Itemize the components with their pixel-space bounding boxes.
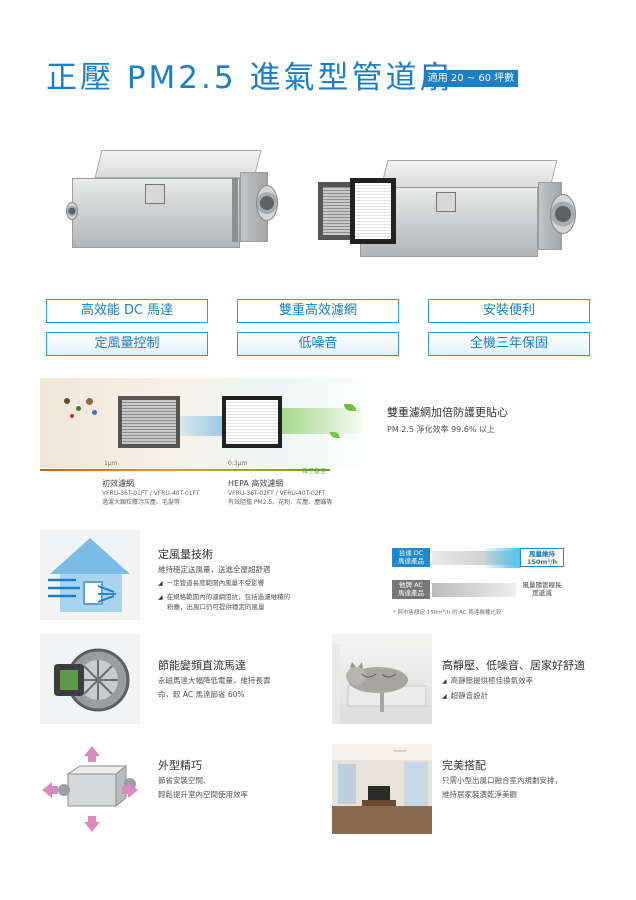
dust-particles-icon xyxy=(62,394,106,424)
scale-1um: 1μm xyxy=(104,460,118,467)
dc-motor-line-1: 永磁馬達大幅降低電量，維持長壽 xyxy=(158,676,271,685)
house-icon xyxy=(48,538,130,612)
feature-dual-filter: 雙重高效濾網 xyxy=(237,299,399,323)
scale-particle-label: 粒子直徑 xyxy=(302,468,327,475)
living-room-icon xyxy=(332,744,432,834)
match-title: 完美搭配 xyxy=(442,759,486,772)
ac-motor-label: 他牌 AC 馬達產品 xyxy=(392,580,430,599)
compact-unit-image xyxy=(40,744,140,834)
design-title: 外型精巧 xyxy=(158,759,202,772)
bullet-triangle-icon: ◢ xyxy=(158,594,163,601)
dual-filter-heading: 雙重濾網加倍防護更貼心 xyxy=(387,406,508,419)
constant-flow-title: 定風量技術 xyxy=(158,548,213,561)
pm25-efficiency: PM 2.5 淨化效率 99.6% 以上 xyxy=(387,425,496,434)
primary-filter-image xyxy=(118,396,180,448)
particle-scale xyxy=(40,469,330,471)
page-title: 正壓 PM2.5 進氣型管道扇 xyxy=(46,60,454,96)
dc-motor-title: 節能變頻直流馬達 xyxy=(158,659,246,672)
bullet-triangle-icon: ◢ xyxy=(158,580,163,587)
sleeping-cat-icon xyxy=(332,644,427,724)
constant-flow-subtitle: 維持穩定送風量，送進全屋超舒適 xyxy=(158,565,271,574)
hepa-filter-image xyxy=(222,396,282,448)
design-line-1: 節省安裝空間、 xyxy=(158,776,211,785)
leaf-icon xyxy=(330,432,340,438)
constant-flow-bullet-3: 粉塵，出風口仍可提供穩定的風量 xyxy=(167,603,265,611)
house-airflow-illustration xyxy=(40,530,140,620)
bullet-triangle-icon: ◢ xyxy=(442,693,447,700)
dc-airflow-result: 風量維持 150m³/h xyxy=(520,548,564,567)
motor-image xyxy=(40,634,140,724)
coverage-badge: 適用 20 ~ 60 坪數 xyxy=(424,70,518,87)
feature-low-noise: 低噪音 xyxy=(237,332,399,356)
match-line-1: 只需小型出風口融合室內規劃安排， xyxy=(442,776,562,785)
hepa-filter-models: VFRU-36T-02FT / VFRU-40T-02FT xyxy=(228,490,326,497)
interior-photo xyxy=(332,744,432,834)
feature-easy-install: 安裝便利 xyxy=(428,299,590,323)
feature-dc-motor: 高效能 DC 馬達 xyxy=(46,299,208,323)
constant-flow-bullet-1: ◢一定管道長度範圍內風量不受影響 xyxy=(158,579,265,587)
leaf-icon xyxy=(344,404,356,411)
design-line-2: 輕鬆提升室內空間使用效率 xyxy=(158,790,248,799)
dc-airflow-glow xyxy=(484,548,520,568)
constant-flow-bullet-2: ◢在規格範圍內的濾網阻抗，包括過濾堆積的 xyxy=(158,593,291,601)
fan-motor-icon xyxy=(54,648,130,712)
dc-motor-label: 台達 DC 馬達產品 xyxy=(392,548,430,567)
airflow-green xyxy=(282,408,362,434)
primary-filter-desc: 過濾大顆粒髒污灰塵、毛髮等 xyxy=(102,499,181,506)
quiet-title: 高靜壓、低噪音、居家好舒適 xyxy=(442,659,585,672)
quiet-bullet-2: ◢超靜音設計 xyxy=(442,691,489,700)
match-line-2: 維持居家裝潢乾淨美觀 xyxy=(442,790,517,799)
hepa-filter-name: HEPA 高效濾網 xyxy=(228,479,284,488)
primary-filter-name: 初效濾網 xyxy=(102,479,134,488)
quiet-bullet-1: ◢高靜壓提供極佳換氣效率 xyxy=(442,676,534,685)
unit-with-arrows-icon xyxy=(42,746,138,832)
ac-airflow-result: 風量隨管線長 度遞減 xyxy=(522,581,562,597)
dc-motor-line-2: 命，較 AC 馬達節省 60% xyxy=(158,690,245,699)
scale-03um: 0.3μm xyxy=(228,460,248,467)
ac-airflow-bar xyxy=(432,583,516,597)
bullet-triangle-icon: ◢ xyxy=(442,678,447,685)
feature-warranty: 全機三年保固 xyxy=(428,332,590,356)
cat-photo xyxy=(332,634,432,724)
primary-filter-models: VFRU-36T-01FT / VFRU-40T-01FT xyxy=(102,490,200,497)
feature-constant-airflow: 定風量控制 xyxy=(46,332,208,356)
comparison-footnote: * 與市售額定 150m³/h 的 AC 馬達機種比較 xyxy=(393,610,502,616)
hepa-filter-desc: 有效阻擋 PM2.5、花粉、灰塵、塵蟎等 xyxy=(228,499,333,506)
